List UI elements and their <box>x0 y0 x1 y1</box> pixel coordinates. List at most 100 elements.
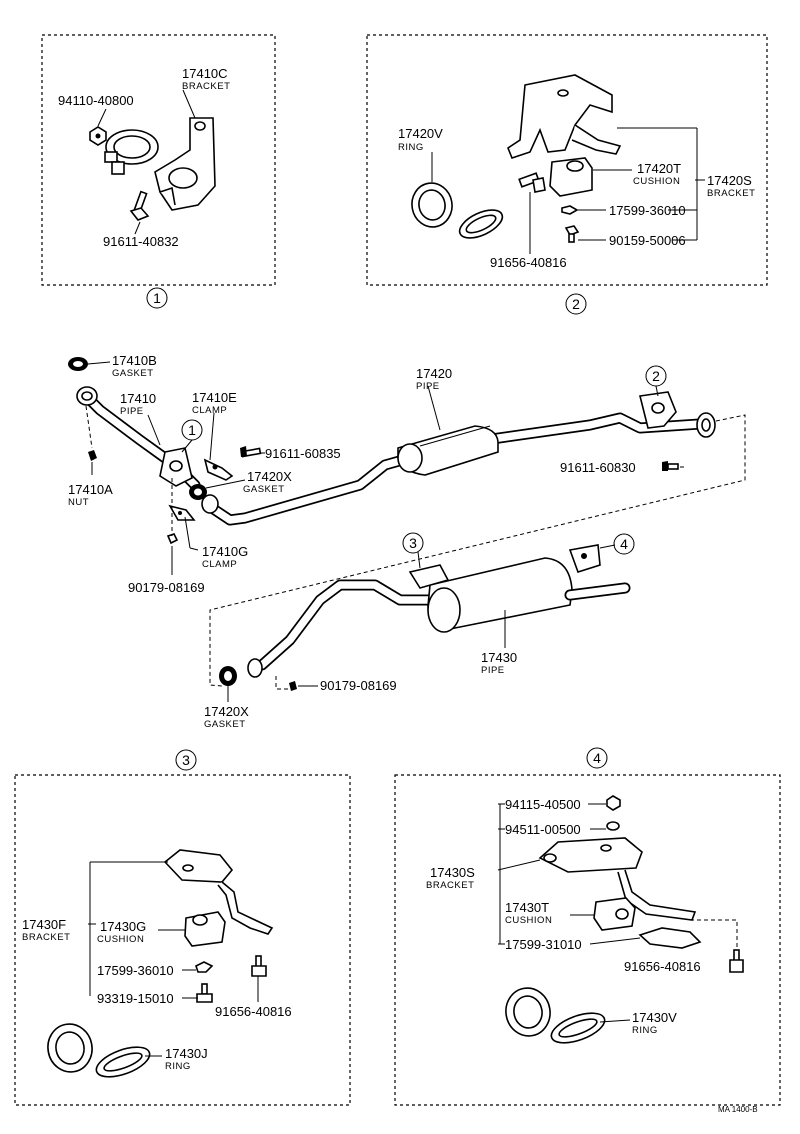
main-exhaust-assembly: 17410B GASKET 17410 PIPE 17410E CLAMP 91… <box>68 353 746 730</box>
bracket-17430F-drawing <box>163 849 274 935</box>
part-number-90179-08169-lower: 90179-08169 <box>320 678 397 693</box>
part-number-17599-36010-lower: 17599-36010 <box>97 963 174 978</box>
nut-94110-40800-drawing <box>89 126 107 146</box>
svg-text:3: 3 <box>182 752 190 768</box>
ring-17420V-drawing <box>411 182 504 239</box>
bracket-1-on-pipe-drawing <box>159 447 193 487</box>
nut-17599-36010-lower-drawing <box>195 961 214 973</box>
bolt-91656-40816-drawing <box>518 172 546 193</box>
callout-4-top: 4 <box>586 747 608 769</box>
clamp-band-drawing <box>104 129 159 175</box>
part-number-90159-50006: 90159-50006 <box>609 233 686 248</box>
gasket-17410B-drawing <box>68 357 88 371</box>
callout-1-top: 1 <box>146 287 168 309</box>
svg-text:1: 1 <box>153 290 161 306</box>
part-number-17420S: 17420S <box>707 173 752 188</box>
part-number-17410B: 17410B <box>112 353 157 368</box>
part-number-94115-40500: 94115-40500 <box>505 797 581 812</box>
callout-3-main: 3 <box>402 532 424 554</box>
callout-3-top: 3 <box>175 749 197 771</box>
clamp-17410E-drawing <box>203 458 234 481</box>
svg-text:3: 3 <box>409 535 417 551</box>
part-label-17410G: CLAMP <box>202 559 237 570</box>
part-number-17410G: 17410G <box>202 544 248 559</box>
callout-1-main: 1 <box>181 419 203 441</box>
part-label-17420V: RING <box>398 142 424 153</box>
clamp-17410G-drawing <box>168 504 196 521</box>
part-number-17430G: 17430G <box>100 919 146 934</box>
callout-2-main: 2 <box>645 365 667 387</box>
detail-box-4-frame <box>394 774 781 1106</box>
bolt-91611-60835-drawing <box>240 446 262 458</box>
part-label-17430T: CUSHION <box>505 915 552 926</box>
detail-box-2: 17420V RING 17420T CUSHION 17420S BRACKE… <box>366 34 768 286</box>
cushion-17420T-drawing <box>549 157 593 197</box>
part-label-17420T: CUSHION <box>633 176 680 187</box>
part-label-17430V: RING <box>632 1025 658 1036</box>
cushion-17430G-drawing <box>184 911 226 947</box>
plate-17599-31010-drawing <box>638 927 702 949</box>
hanger-4-drawing <box>568 544 601 573</box>
bracket-17410C-drawing <box>154 117 216 211</box>
detail-box-3: 17430F BRACKET 17430G CUSHION 17599-3601… <box>14 774 351 1106</box>
part-number-17430V: 17430V <box>632 1010 677 1025</box>
bolt-91611-40832-drawing <box>129 190 150 221</box>
part-number-17420V: 17420V <box>398 126 443 141</box>
part-label-17430S: BRACKET <box>426 880 474 891</box>
detail-box-4: 94115-40500 94511-00500 17430S BRACKET 1… <box>394 774 781 1106</box>
gasket-17420X-lower-drawing <box>219 666 237 686</box>
part-label-17410C: BRACKET <box>182 81 230 92</box>
ring-17430V-drawing <box>505 987 606 1044</box>
part-number-17430: 17430 <box>481 650 517 665</box>
part-number-91611-40832: 91611-40832 <box>103 234 179 249</box>
hanger-2-drawing <box>639 391 677 429</box>
part-number-94110-40800: 94110-40800 <box>58 93 134 108</box>
part-label-17420X-upper: GASKET <box>243 484 285 495</box>
part-label-17410E: CLAMP <box>192 405 227 416</box>
hanger-3-drawing <box>408 564 450 589</box>
bracket-17420S-drawing <box>507 74 622 159</box>
cushion-17430T-drawing <box>593 897 636 931</box>
part-number-17430J: 17430J <box>165 1046 208 1061</box>
part-label-17430J: RING <box>165 1061 191 1072</box>
part-label-17430: PIPE <box>481 665 505 676</box>
part-number-17410E: 17410E <box>192 390 237 405</box>
part-label-17420X-lower: GASKET <box>204 719 246 730</box>
part-number-17410: 17410 <box>120 391 156 406</box>
part-number-17420T: 17420T <box>637 161 681 176</box>
bolt-91656-40816-lower-drawing <box>251 955 267 977</box>
part-number-91656-40816-top: 91656-40816 <box>490 255 567 270</box>
part-label-17420S: BRACKET <box>707 188 755 199</box>
detail-box-3-frame <box>14 774 351 1106</box>
nut-90179-08169-lower-drawing <box>289 681 297 691</box>
svg-text:2: 2 <box>572 296 580 312</box>
callout-4-main: 4 <box>613 533 635 555</box>
part-number-93319-15010: 93319-15010 <box>97 991 174 1006</box>
svg-text:4: 4 <box>593 750 601 766</box>
part-label-17430F: BRACKET <box>22 932 70 943</box>
part-number-17410C: 17410C <box>182 66 228 81</box>
bolt-90159-50006-drawing <box>564 225 580 243</box>
part-number-94511-00500: 94511-00500 <box>505 822 581 837</box>
part-number-91611-60835: 91611-60835 <box>265 446 341 461</box>
ring-17430J-drawing <box>47 1023 151 1078</box>
part-label-17430G: CUSHION <box>97 934 144 945</box>
nut-17599-36010-drawing <box>561 205 579 215</box>
gasket-17420X-upper-drawing <box>189 484 219 514</box>
part-number-91656-40816-right: 91656-40816 <box>624 959 701 974</box>
part-label-17410: PIPE <box>120 406 144 417</box>
drawing-code: MA 1400-B <box>718 1105 758 1114</box>
flange-17420-drawing <box>696 412 716 438</box>
part-number-91611-60830: 91611-60830 <box>560 460 636 475</box>
svg-text:2: 2 <box>652 368 660 384</box>
bolt-93319-15010-drawing <box>196 983 213 1003</box>
part-number-17599-36010-top: 17599-36010 <box>609 203 686 218</box>
part-number-17420X-upper: 17420X <box>247 469 292 484</box>
part-number-91656-40816-lower: 91656-40816 <box>215 1004 292 1019</box>
part-label-17410B: GASKET <box>112 368 154 379</box>
part-number-17430F: 17430F <box>22 917 66 932</box>
part-number-17420X-lower: 17420X <box>204 704 249 719</box>
pipe-17420-drawing <box>206 412 706 526</box>
nut-94115-40500-drawing <box>606 795 621 811</box>
